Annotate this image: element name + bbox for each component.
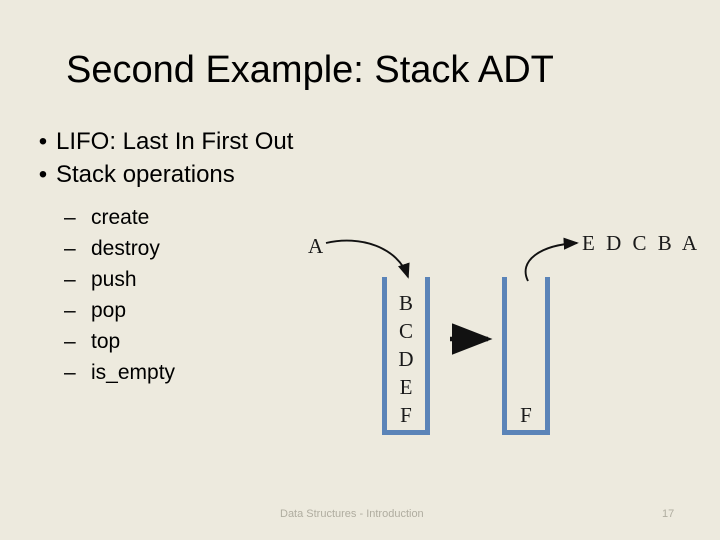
stack-item: F xyxy=(400,403,412,427)
list-item: – is_empty xyxy=(62,358,362,389)
stack-item: E xyxy=(399,375,413,399)
push-arrow-icon xyxy=(325,239,410,279)
list-item: – destroy xyxy=(62,234,362,265)
bullet-label: Stack operations xyxy=(56,161,235,188)
page-number: 17 xyxy=(662,508,675,520)
stack-after: F xyxy=(502,277,550,435)
sub-bullet-label: is_empty xyxy=(91,361,176,384)
diagram-arrows xyxy=(325,237,579,355)
stack-before-items: B C D E F xyxy=(387,289,425,429)
stack-diagram: A E D C B A B C D E F F xyxy=(290,225,710,450)
stack-after-items: F xyxy=(507,401,545,429)
list-item: – pop xyxy=(62,296,362,327)
stack-item: B xyxy=(398,291,413,315)
sub-bullet-label: create xyxy=(91,206,150,229)
dash-icon: – xyxy=(64,299,76,322)
stack-item: D xyxy=(398,347,414,371)
dash-icon: – xyxy=(64,206,76,229)
dash-icon: – xyxy=(64,330,76,353)
footer-label: Data Structures - Introduction xyxy=(280,508,424,520)
input-element-label: A xyxy=(308,234,324,258)
dash-icon: – xyxy=(64,268,76,291)
sub-bullet-label: top xyxy=(91,330,121,353)
bullet-label: LIFO: Last In First Out xyxy=(56,128,294,155)
bullet-list: • LIFO: Last In First Out • Stack operat… xyxy=(30,126,390,192)
sub-bullet-list: – create – destroy – push – pop – top – … xyxy=(62,203,362,389)
stack-item: F xyxy=(520,403,532,427)
bullet-dot-icon: • xyxy=(38,128,48,155)
stack-before: B C D E F xyxy=(382,277,430,435)
sub-bullet-label: push xyxy=(91,268,137,291)
output-sequence-label: E D C B A xyxy=(582,231,701,255)
page-title: Second Example: Stack ADT xyxy=(66,49,554,91)
pop-arrow-icon xyxy=(524,237,579,282)
stack-item: C xyxy=(398,319,413,343)
sub-bullet-label: pop xyxy=(91,299,127,322)
list-item: – push xyxy=(62,265,362,296)
dash-icon: – xyxy=(64,361,76,384)
sub-bullet-label: destroy xyxy=(91,237,160,260)
list-item: – top xyxy=(62,327,362,358)
bullet-dot-icon: • xyxy=(38,161,48,188)
dash-icon: – xyxy=(64,237,76,260)
list-item: – create xyxy=(62,203,362,234)
list-item: • Stack operations xyxy=(30,159,390,192)
list-item: • LIFO: Last In First Out xyxy=(30,126,390,159)
